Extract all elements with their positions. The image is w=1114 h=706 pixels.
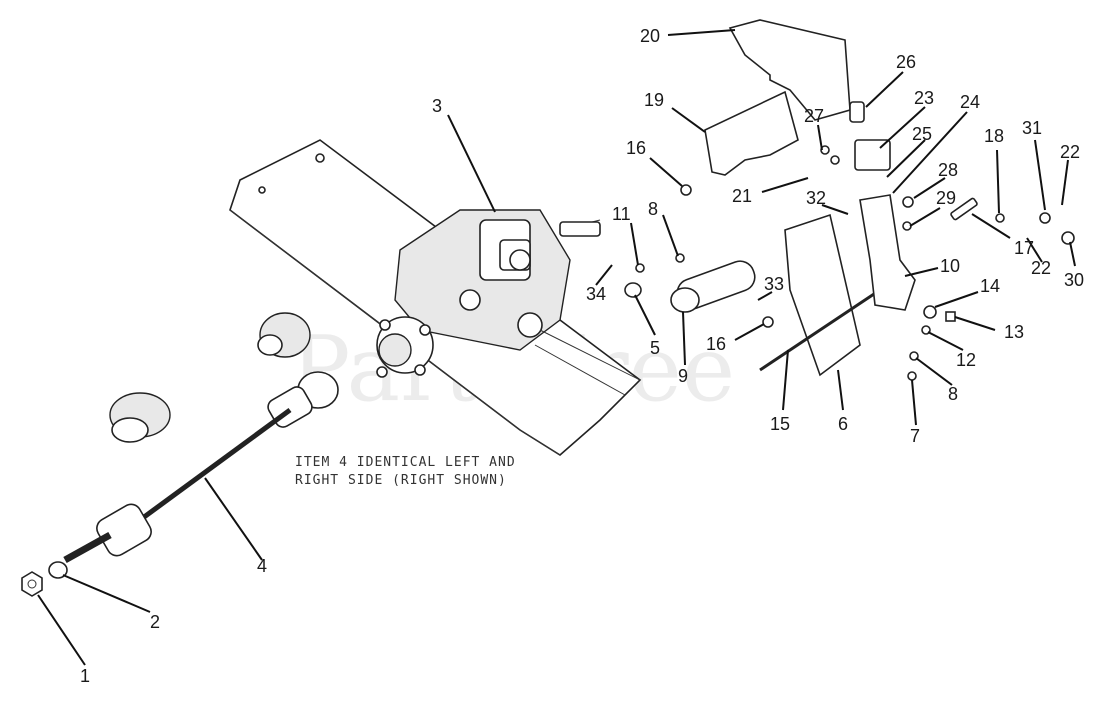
callout-15: 15 [770, 414, 790, 434]
callout-28: 28 [938, 160, 958, 180]
callout-3: 3 [432, 96, 442, 116]
callout-21: 21 [732, 186, 752, 206]
callout-11: 11 [612, 204, 631, 224]
callout-9: 9 [678, 366, 688, 386]
callout-16b: 16 [706, 334, 726, 354]
callout-2: 2 [150, 612, 160, 632]
callout-20: 20 [640, 26, 660, 46]
callout-5: 5 [650, 338, 660, 358]
callout-30: 30 [1064, 270, 1084, 290]
callout-12: 12 [956, 350, 976, 370]
callout-27: 27 [804, 106, 824, 126]
callout-24: 24 [960, 92, 980, 112]
callout-13: 13 [1004, 322, 1024, 342]
callout-33: 33 [764, 274, 784, 294]
callout-17: 17 [1014, 238, 1034, 258]
callout-19: 19 [644, 90, 664, 110]
callout-23: 23 [914, 88, 934, 108]
note-line-2: RIGHT SIDE (RIGHT SHOWN) [295, 473, 507, 488]
callout-22b: 22 [1060, 142, 1080, 162]
callout-34: 34 [586, 284, 606, 304]
callout-1: 1 [80, 666, 90, 686]
leader-lines [37, 29, 1076, 666]
callout-22a: 22 [1031, 258, 1051, 278]
callout-26: 26 [896, 52, 916, 72]
callout-8b: 8 [648, 199, 658, 219]
callout-32: 32 [806, 188, 826, 208]
callout-7: 7 [910, 426, 920, 446]
callout-29: 29 [936, 188, 956, 208]
note-line-1: ITEM 4 IDENTICAL LEFT AND [295, 455, 516, 470]
callout-8a: 8 [948, 384, 958, 404]
callout-6: 6 [838, 414, 848, 434]
callout-31: 31 [1022, 118, 1042, 138]
transaxle [376, 209, 641, 396]
callout-14: 14 [980, 276, 1000, 296]
callout-25: 25 [912, 124, 932, 144]
callout-18: 18 [984, 126, 1004, 146]
control-brackets [624, 19, 1075, 381]
callout-labels: 1 2 3 4 5 6 7 8 8 9 10 11 12 13 14 15 16… [80, 26, 1084, 686]
callout-16a: 16 [626, 138, 646, 158]
callout-10: 10 [940, 256, 960, 276]
axle-assembly [21, 312, 339, 597]
callout-4: 4 [257, 556, 267, 576]
